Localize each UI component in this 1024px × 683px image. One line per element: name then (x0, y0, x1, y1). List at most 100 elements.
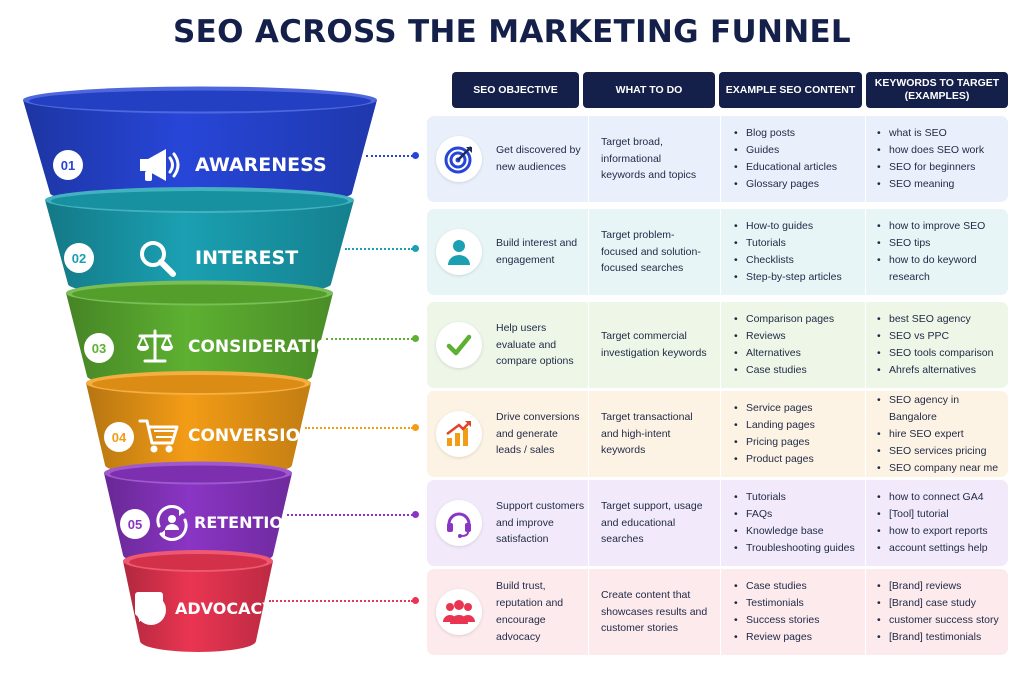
keyword-item: how does SEO work (875, 142, 984, 159)
keyword-item: SEO tools comparison (875, 345, 993, 362)
objective-cell: Build trust, reputation and encourage ad… (493, 569, 585, 655)
connector-dot (412, 152, 419, 159)
content-item: Success stories (732, 612, 820, 629)
content-item: Testimonials (732, 595, 820, 612)
connector-dot (412, 335, 419, 342)
stage-name: INTEREST (195, 247, 299, 269)
content-list: TutorialsFAQsKnowledge baseTroubleshooti… (732, 489, 855, 557)
keyword-item: customer success story (875, 612, 999, 629)
what-to-do-cell: Target commercial investigation keywords (588, 302, 718, 388)
content-item: Alternatives (732, 345, 834, 362)
target-icon (436, 136, 482, 182)
content-item: Service pages (732, 400, 815, 417)
keyword-item: how to connect GA4 (875, 489, 988, 506)
content-item: How-to guides (732, 218, 842, 235)
keyword-item: how to improve SEO (875, 218, 1004, 235)
objective-cell: Help users evaluate and compare options (493, 302, 585, 388)
keywords-list: SEO agency in Bangalorehire SEO expertSE… (875, 392, 1004, 477)
objective-text: Help users evaluate and compare options (496, 321, 574, 368)
content-item: Tutorials (732, 489, 855, 506)
example-content-cell: Comparison pagesReviewsAlternativesCase … (720, 302, 864, 388)
keyword-item: [Brand] case study (875, 595, 999, 612)
content-item: Case studies (732, 362, 834, 379)
keyword-item: [Tool] tutorial (875, 506, 988, 523)
what-to-do-text: Target transactional and high-intent key… (601, 410, 693, 457)
keywords-cell: how to connect GA4[Tool] tutorialhow to … (865, 480, 1008, 566)
example-content-cell: Service pagesLanding pagesPricing pagesP… (720, 391, 864, 477)
objective-text: Build interest and engagement (496, 237, 578, 266)
objective-cell: Build interest and engagement (493, 209, 585, 295)
keyword-item: SEO company near me (875, 460, 1004, 477)
keywords-list: what is SEOhow does SEO workSEO for begi… (875, 125, 984, 193)
what-to-do-text: Target problem-focused and solution-focu… (601, 228, 701, 275)
connector-dot (412, 424, 419, 431)
cart-icon (138, 417, 180, 460)
content-item: Comparison pages (732, 311, 834, 328)
stage-name: CONVERSION (188, 426, 315, 446)
content-list: Service pagesLanding pagesPricing pagesP… (732, 400, 815, 468)
keywords-cell: what is SEOhow does SEO workSEO for begi… (865, 116, 1008, 202)
keyword-item: how to do keyword research (875, 252, 1004, 286)
funnel-rim-inner-retention (110, 465, 286, 483)
stage-number-badge: 03 (84, 333, 114, 363)
headset-icon (436, 500, 482, 546)
funnel-band-interest (45, 200, 354, 298)
person-icon (436, 229, 482, 275)
funnel-rim-inner-interest (51, 191, 348, 211)
connector-line (366, 155, 413, 157)
keyword-item: how to export reports (875, 523, 988, 540)
objective-cell: Get discovered by new audiences (493, 116, 585, 202)
content-item: Troubleshooting guides (732, 540, 855, 557)
marketing-funnel (23, 86, 377, 652)
content-item: Reviews (732, 328, 834, 345)
stage-name: CONSIDERATION (188, 337, 345, 357)
keywords-list: how to improve SEOSEO tipshow to do keyw… (875, 218, 1004, 286)
keywords-cell: SEO agency in Bangalorehire SEO expertSE… (865, 391, 1008, 477)
content-item: Guides (732, 142, 837, 159)
funnel-band-awareness (23, 100, 377, 207)
funnel-rim-inner-advocacy (129, 554, 267, 570)
content-item: Educational articles (732, 159, 837, 176)
content-list: Blog postsGuidesEducational articlesGlos… (732, 125, 837, 193)
keyword-item: SEO services pricing (875, 443, 1004, 460)
user-cycle-icon (153, 504, 191, 547)
content-item: Case studies (732, 578, 820, 595)
keywords-list: best SEO agencySEO vs PPCSEO tools compa… (875, 311, 993, 379)
objective-text: Build trust, reputation and encourage ad… (496, 580, 564, 643)
keyword-item: account settings help (875, 540, 988, 557)
keyword-item: SEO agency in Bangalore (875, 392, 1004, 426)
what-to-do-text: Target support, usage and educational se… (601, 499, 703, 546)
keyword-item: hire SEO expert (875, 426, 1004, 443)
header-keywords-to-target: KEYWORDS TO TARGET (EXAMPLES) (866, 72, 1008, 108)
content-list: Comparison pagesReviewsAlternativesCase … (732, 311, 834, 379)
connector-line (325, 338, 413, 340)
funnel-rim-inner-awareness (29, 90, 371, 112)
keywords-list: how to connect GA4[Tool] tutorialhow to … (875, 489, 988, 557)
header-seo-objective: SEO OBJECTIVE (452, 72, 579, 108)
keyword-item: what is SEO (875, 125, 984, 142)
content-item: Glossary pages (732, 176, 837, 193)
page-title: SEO ACROSS THE MARKETING FUNNEL (173, 14, 851, 50)
content-item: Step-by-step articles (732, 269, 842, 286)
content-item: Pricing pages (732, 434, 815, 451)
stage-name: RETENTION (194, 513, 297, 532)
scales-icon (135, 328, 175, 369)
stage-number-badge: 04 (104, 422, 134, 452)
stage-number-badge: 01 (53, 150, 83, 180)
stage-name: ADVOCACY (175, 599, 274, 618)
connector-dot (412, 597, 419, 604)
connector-dot (412, 245, 419, 252)
keywords-cell: best SEO agencySEO vs PPCSEO tools compa… (865, 302, 1008, 388)
content-item: Tutorials (732, 235, 842, 252)
example-content-cell: Blog postsGuidesEducational articlesGlos… (720, 116, 864, 202)
content-item: Review pages (732, 629, 820, 646)
growth-chart-icon (436, 411, 482, 457)
keywords-cell: how to improve SEOSEO tipshow to do keyw… (865, 209, 1008, 295)
keyword-item: [Brand] testimonials (875, 629, 999, 646)
keyword-item: [Brand] reviews (875, 578, 999, 595)
objective-cell: Support customers and improve satisfacti… (493, 480, 585, 566)
connector-line (304, 427, 413, 429)
example-content-cell: Case studiesTestimonialsSuccess storiesR… (720, 569, 864, 655)
objective-text: Support customers and improve satisfacti… (496, 499, 585, 546)
what-to-do-cell: Target problem-focused and solution-focu… (588, 209, 718, 295)
